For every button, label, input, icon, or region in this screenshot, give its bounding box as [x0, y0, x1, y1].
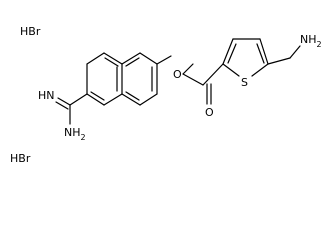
bond [139, 93, 158, 106]
bond [103, 52, 123, 65]
ether-oxygen-label: O [173, 68, 182, 81]
salt-label-hbr-bottom: HBr [10, 152, 31, 165]
bond [86, 93, 105, 106]
double-bond-inner [125, 57, 140, 67]
aminomethyl-subscript: 2 [317, 40, 322, 49]
bond [121, 93, 141, 106]
molecule-structure: HBr HBr HN NH2 O O S NH2 [10, 25, 322, 165]
amine-label: NH2 [64, 126, 86, 142]
imine-label: HN [38, 89, 55, 102]
bond [182, 63, 194, 75]
carbonyl-oxygen-label: O [205, 106, 214, 119]
bond [259, 38, 269, 65]
bond [267, 57, 291, 65]
amine-subscript: 2 [81, 133, 86, 142]
bond [156, 55, 172, 65]
bond [121, 52, 141, 65]
bonds [55, 38, 301, 125]
bond [86, 52, 105, 65]
bond [222, 63, 240, 77]
salt-label-hbr-top: HBr [20, 25, 41, 38]
bond [103, 93, 123, 106]
bond [251, 63, 269, 77]
double-bond-inner [227, 43, 237, 64]
aminomethyl-label: NH2 [300, 33, 322, 49]
double-bond-inner [104, 57, 119, 67]
amine-label-text: NH [64, 126, 81, 139]
double-bond-inner [256, 43, 265, 64]
bond [222, 38, 234, 65]
bond [182, 73, 204, 86]
bond [202, 63, 224, 86]
bond [57, 97, 71, 106]
bond [289, 45, 301, 59]
bond [139, 52, 158, 65]
double-bond-inner [90, 91, 105, 101]
bond [69, 93, 88, 106]
aminomethyl-label-text: NH [300, 33, 317, 46]
thiophene-sulfur-label: S [241, 76, 248, 89]
double-bond-inner [125, 91, 140, 101]
bond [55, 101, 69, 110]
